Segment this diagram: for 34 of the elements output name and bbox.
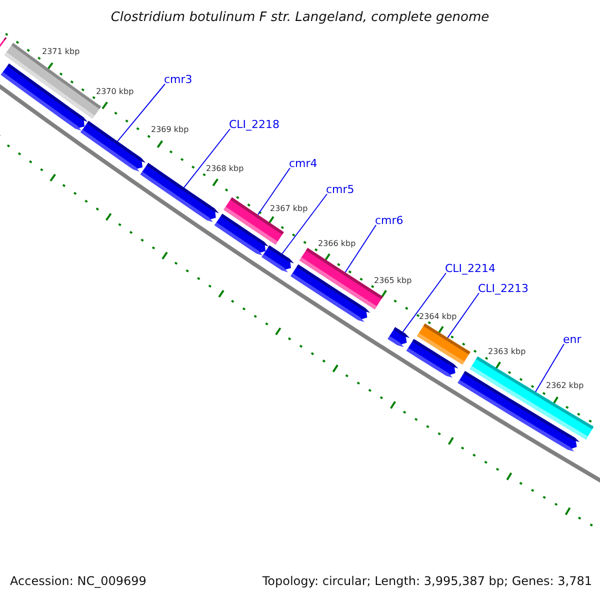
scale-label: 2371 kbp	[42, 47, 80, 57]
scale-label: 2368 kbp	[206, 164, 244, 174]
scale-label: 2365 kbp	[374, 276, 412, 286]
title: Clostridium botulinum F str. Langeland, complete genome	[110, 10, 490, 25]
scale-label: 2364 kbp	[419, 312, 457, 322]
leader-line	[535, 344, 564, 392]
leader-line	[183, 128, 230, 188]
leader-line	[402, 272, 446, 332]
gene-label: cmr6	[375, 214, 404, 227]
scale-label: 2362 kbp	[546, 381, 584, 391]
scale-label: 2369 kbp	[151, 125, 189, 135]
gene-feature	[470, 356, 594, 440]
gene-label: cmr5	[326, 183, 354, 196]
leader-line	[282, 194, 328, 254]
gene-label: CLI_2214	[445, 262, 496, 275]
gene-label: CLI_2213	[478, 282, 529, 295]
leader-line	[116, 84, 166, 142]
footer-text: Topology: circular; Length: 3,995,387 bp; Genes: 3,781	[262, 574, 592, 588]
scale-label: 2370 kbp	[96, 87, 134, 97]
scale-label: 2367 kbp	[270, 204, 308, 214]
gene-label: enr	[563, 333, 582, 346]
gene-label: cmr4	[289, 157, 318, 170]
leader-line	[257, 168, 290, 216]
leader-line	[447, 292, 480, 338]
gene-feature	[416, 323, 470, 365]
scale-label: 2366 kbp	[318, 239, 356, 249]
leader-line	[344, 224, 376, 273]
scale-label: 2363 kbp	[488, 347, 526, 357]
gene-label: CLI_2218	[229, 118, 280, 131]
gene-feature	[388, 327, 410, 348]
footer-text: Accession: NC_009699	[10, 574, 146, 588]
gene-feature	[262, 245, 294, 272]
gene-label: cmr3	[164, 73, 192, 86]
gene-feature	[80, 120, 146, 172]
